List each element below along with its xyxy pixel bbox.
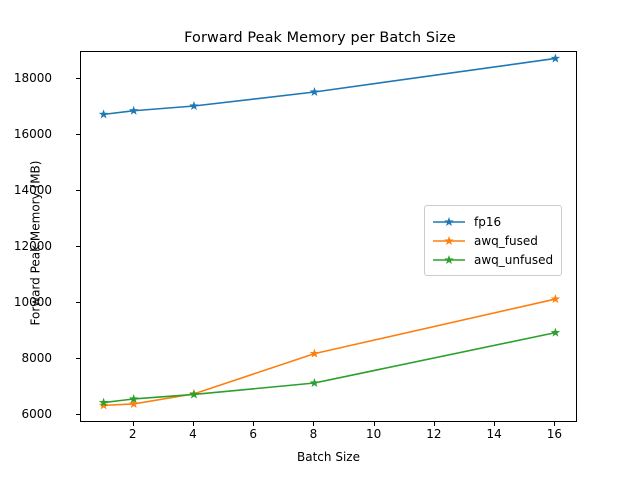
x-axis-tick-mark <box>132 422 134 426</box>
y-axis-tick-label: 10000 <box>13 295 52 310</box>
y-axis-tick-label: 16000 <box>13 127 52 142</box>
chart-title: Forward Peak Memory per Batch Size <box>184 30 456 46</box>
legend-item-fp16: fp16 <box>432 212 553 231</box>
star-marker-icon <box>98 400 109 410</box>
x-axis-tick-label: 4 <box>189 427 197 441</box>
legend-item-awq_unfused: awq_unfused <box>432 250 553 269</box>
star-marker-icon <box>550 53 561 63</box>
x-axis-tick-label: 2 <box>128 427 137 441</box>
y-axis-tick-mark <box>76 358 80 360</box>
y-axis-tick-label: 12000 <box>13 239 52 254</box>
y-axis-tick-mark <box>76 134 80 136</box>
star-marker-icon <box>128 393 139 403</box>
series-fp16 <box>98 53 561 119</box>
y-axis-tick-mark <box>76 78 80 80</box>
star-marker-icon <box>128 398 139 409</box>
star-marker-icon <box>309 87 320 97</box>
star-marker-icon <box>98 109 109 119</box>
y-axis-tick-label: 8000 <box>21 351 52 366</box>
legend-swatch-icon <box>432 253 466 267</box>
x-axis-tick-label: 14 <box>486 427 502 441</box>
x-axis-label: Batch Size <box>297 450 360 464</box>
legend-swatch-icon <box>432 234 466 248</box>
legend-swatch-icon <box>432 215 466 229</box>
y-axis-tick-label: 6000 <box>21 407 52 422</box>
x-axis-tick-mark <box>313 422 315 426</box>
x-axis-tick-mark <box>554 422 556 426</box>
x-axis-tick-label: 16 <box>546 427 563 441</box>
y-axis-tick-label: 18000 <box>13 71 52 86</box>
x-axis-tick-label: 10 <box>366 427 382 441</box>
x-axis-tick-mark <box>253 422 255 426</box>
x-axis-tick-label: 6 <box>249 427 258 441</box>
star-marker-icon <box>98 397 109 407</box>
y-axis-tick-mark <box>76 246 80 248</box>
series-line <box>103 331 556 404</box>
x-axis-tick-mark <box>373 422 375 426</box>
chart-legend: fp16 awq_fused awq_unfused <box>424 205 563 276</box>
star-marker-icon <box>189 101 199 111</box>
y-axis-tick-mark <box>76 190 80 192</box>
plot-area <box>80 51 577 422</box>
star-marker-icon <box>550 294 561 304</box>
plot-series-canvas <box>98 53 561 410</box>
legend-label: awq_unfused <box>474 252 554 267</box>
y-axis-tick-label: 14000 <box>13 183 52 198</box>
legend-label: awq_fused <box>474 233 538 248</box>
x-axis-tick-mark <box>192 422 194 426</box>
series-line <box>103 57 556 116</box>
star-marker-icon <box>550 327 561 337</box>
x-axis-tick-label: 8 <box>309 427 318 441</box>
star-marker-icon <box>128 105 139 115</box>
x-axis-tick-mark <box>433 422 435 426</box>
star-marker-icon <box>309 377 320 388</box>
series-awq_fused <box>98 294 561 410</box>
legend-item-awq_fused: awq_fused <box>432 231 553 250</box>
series-awq_unfused <box>98 327 561 407</box>
x-axis-tick-mark <box>494 422 496 426</box>
y-axis-tick-mark <box>76 302 80 304</box>
star-marker-icon <box>189 389 199 399</box>
legend-label: fp16 <box>474 214 502 229</box>
star-marker-icon <box>309 348 320 358</box>
series-line <box>103 298 556 407</box>
x-axis-tick-label: 12 <box>426 427 442 441</box>
y-axis-tick-mark <box>76 414 80 416</box>
